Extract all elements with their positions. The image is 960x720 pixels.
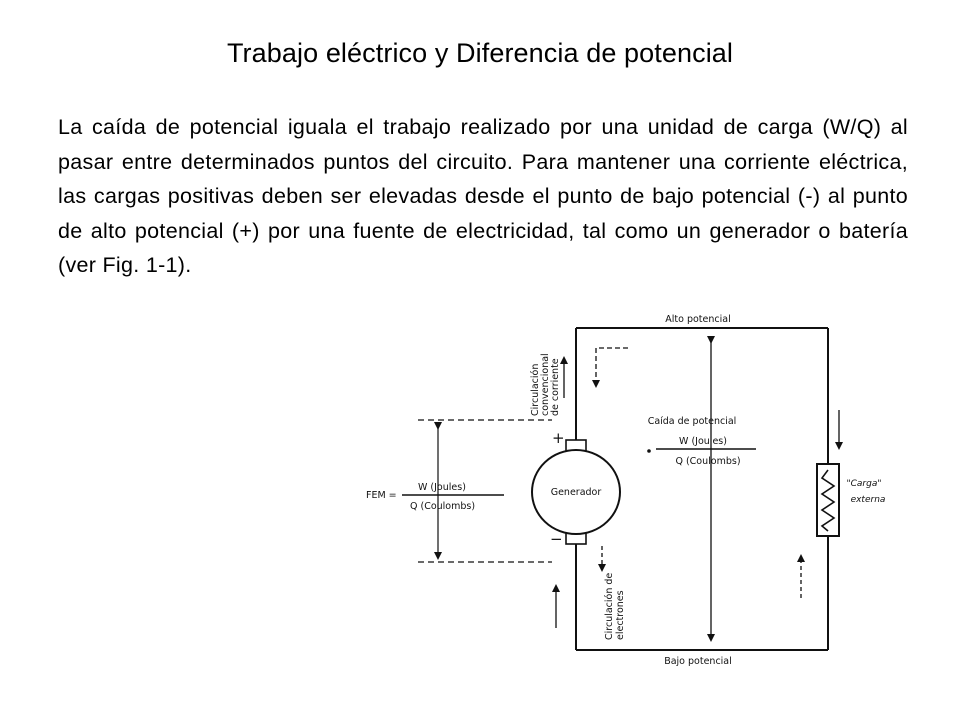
fem-dimension-lines (418, 419, 552, 563)
fem-label: FEM = (366, 490, 397, 501)
generator (531, 439, 621, 545)
load-label-line2: externa (851, 495, 886, 505)
external-load-resistor (816, 463, 840, 537)
svg-text:convencional: convencional (540, 353, 551, 416)
load-label-line1: "Carga" (846, 479, 881, 489)
low-potential-label: Bajo potencial (664, 656, 732, 667)
electron-flow-text: Circulación de electrones (604, 573, 626, 640)
slide-title: Trabajo eléctrico y Diferencia de potenc… (226, 38, 734, 68)
circuit-wires (575, 327, 829, 651)
svg-text:Circulación de: Circulación de (604, 573, 615, 640)
svg-text:de corriente: de corriente (550, 358, 561, 416)
fem-numerator: W (Joules) (418, 482, 466, 493)
slide-paragraph: La caída de potencial iguala el trabajo … (58, 115, 908, 277)
fem-denominator: Q (Coulombs) (410, 501, 475, 512)
plus-sign: + (552, 429, 565, 447)
svg-text:Circulación: Circulación (530, 364, 541, 416)
conventional-current-dashed-arrow (592, 347, 628, 388)
conventional-flow-text: Circulación convencional de corriente (530, 353, 561, 416)
potential-drop-dot (647, 449, 651, 453)
potential-drop-numerator: W (Joules) (679, 436, 727, 447)
generator-label: Generador (551, 487, 602, 498)
svg-text:electrones: electrones (615, 590, 626, 640)
circuit-diagram: Generador + − Alto potencial Bajo potenc… (366, 314, 886, 667)
circuit-figure: Generador + − Alto potencial Bajo potenc… (356, 298, 946, 708)
high-potential-label: Alto potencial (665, 314, 730, 325)
minus-sign: − (550, 530, 563, 548)
potential-drop-denominator: Q (Coulombs) (675, 456, 740, 467)
potential-drop-title: Caída de potencial (648, 416, 737, 427)
